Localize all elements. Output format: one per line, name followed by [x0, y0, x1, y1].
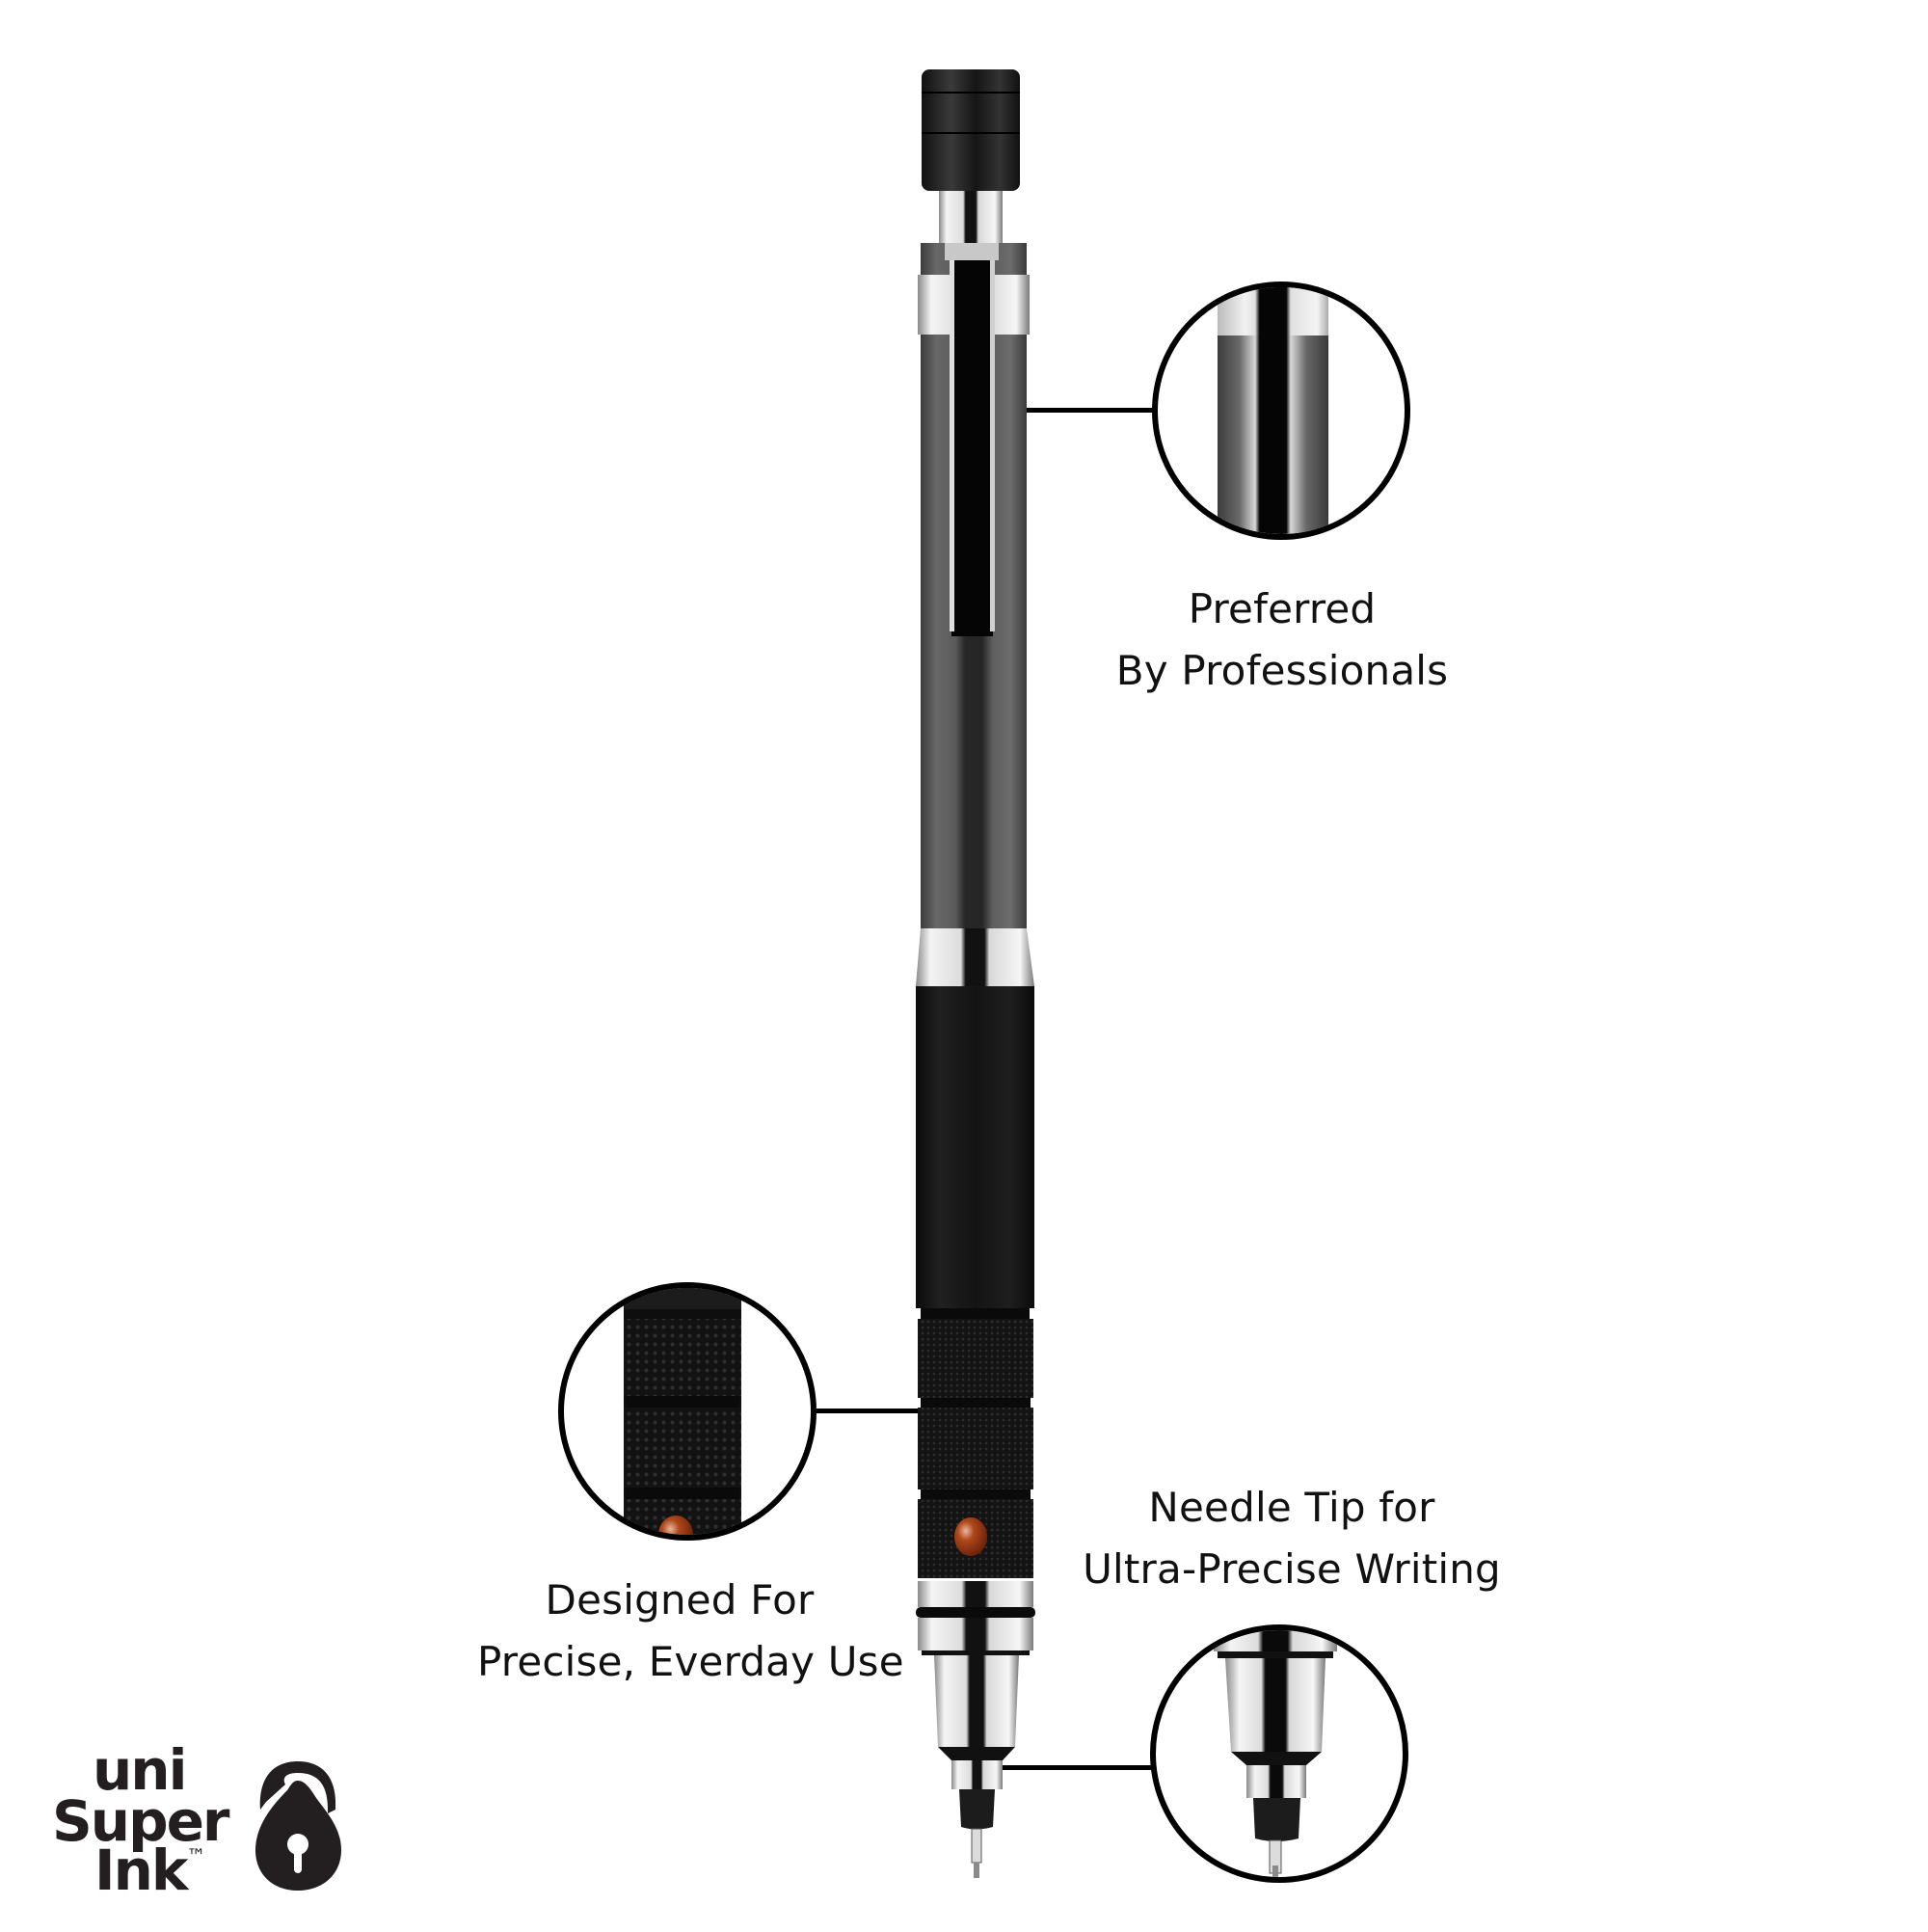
callout-caption-tip: Needle Tip for Ultra-Precise Writing	[1080, 1477, 1504, 1600]
logo-text-super: Super	[52, 1788, 230, 1854]
callout-tip-line1: Needle Tip for	[1148, 1484, 1435, 1531]
callout-connector-grip	[808, 1409, 918, 1413]
callout-connector-clip	[1027, 408, 1154, 413]
callout-tip-line2: Ultra-Precise Writing	[1083, 1545, 1501, 1593]
brand-logo: uni Super Ink™	[39, 1740, 357, 1899]
callout-grip-line2: Precise, Everday Use	[477, 1638, 904, 1685]
zoom-circle-grip	[558, 1282, 817, 1541]
pencil-cap	[922, 69, 1020, 191]
logo-text-uni: uni	[93, 1737, 187, 1803]
callout-caption-grip: Designed For Precise, Everday Use	[477, 1570, 904, 1693]
callout-grip-line1: Designed For	[545, 1576, 815, 1623]
zoom-circle-tip	[1150, 1624, 1408, 1883]
zoom-circle-clip	[1152, 282, 1410, 540]
callout-clip-line2: By Professionals	[1115, 647, 1449, 694]
callout-clip-line1: Preferred	[1188, 585, 1377, 632]
logo-text-ink-word: Ink	[94, 1838, 188, 1903]
logo-text-ink: Ink™	[94, 1842, 205, 1898]
padlock-ink-drop-icon	[253, 1756, 344, 1892]
pencil-clip	[945, 243, 999, 636]
callout-connector-tip	[1003, 1765, 1154, 1770]
callout-caption-clip: Preferred By Professionals	[1089, 578, 1475, 702]
logo-trademark: ™	[186, 1844, 206, 1867]
lead-indicator-window	[954, 1517, 987, 1556]
